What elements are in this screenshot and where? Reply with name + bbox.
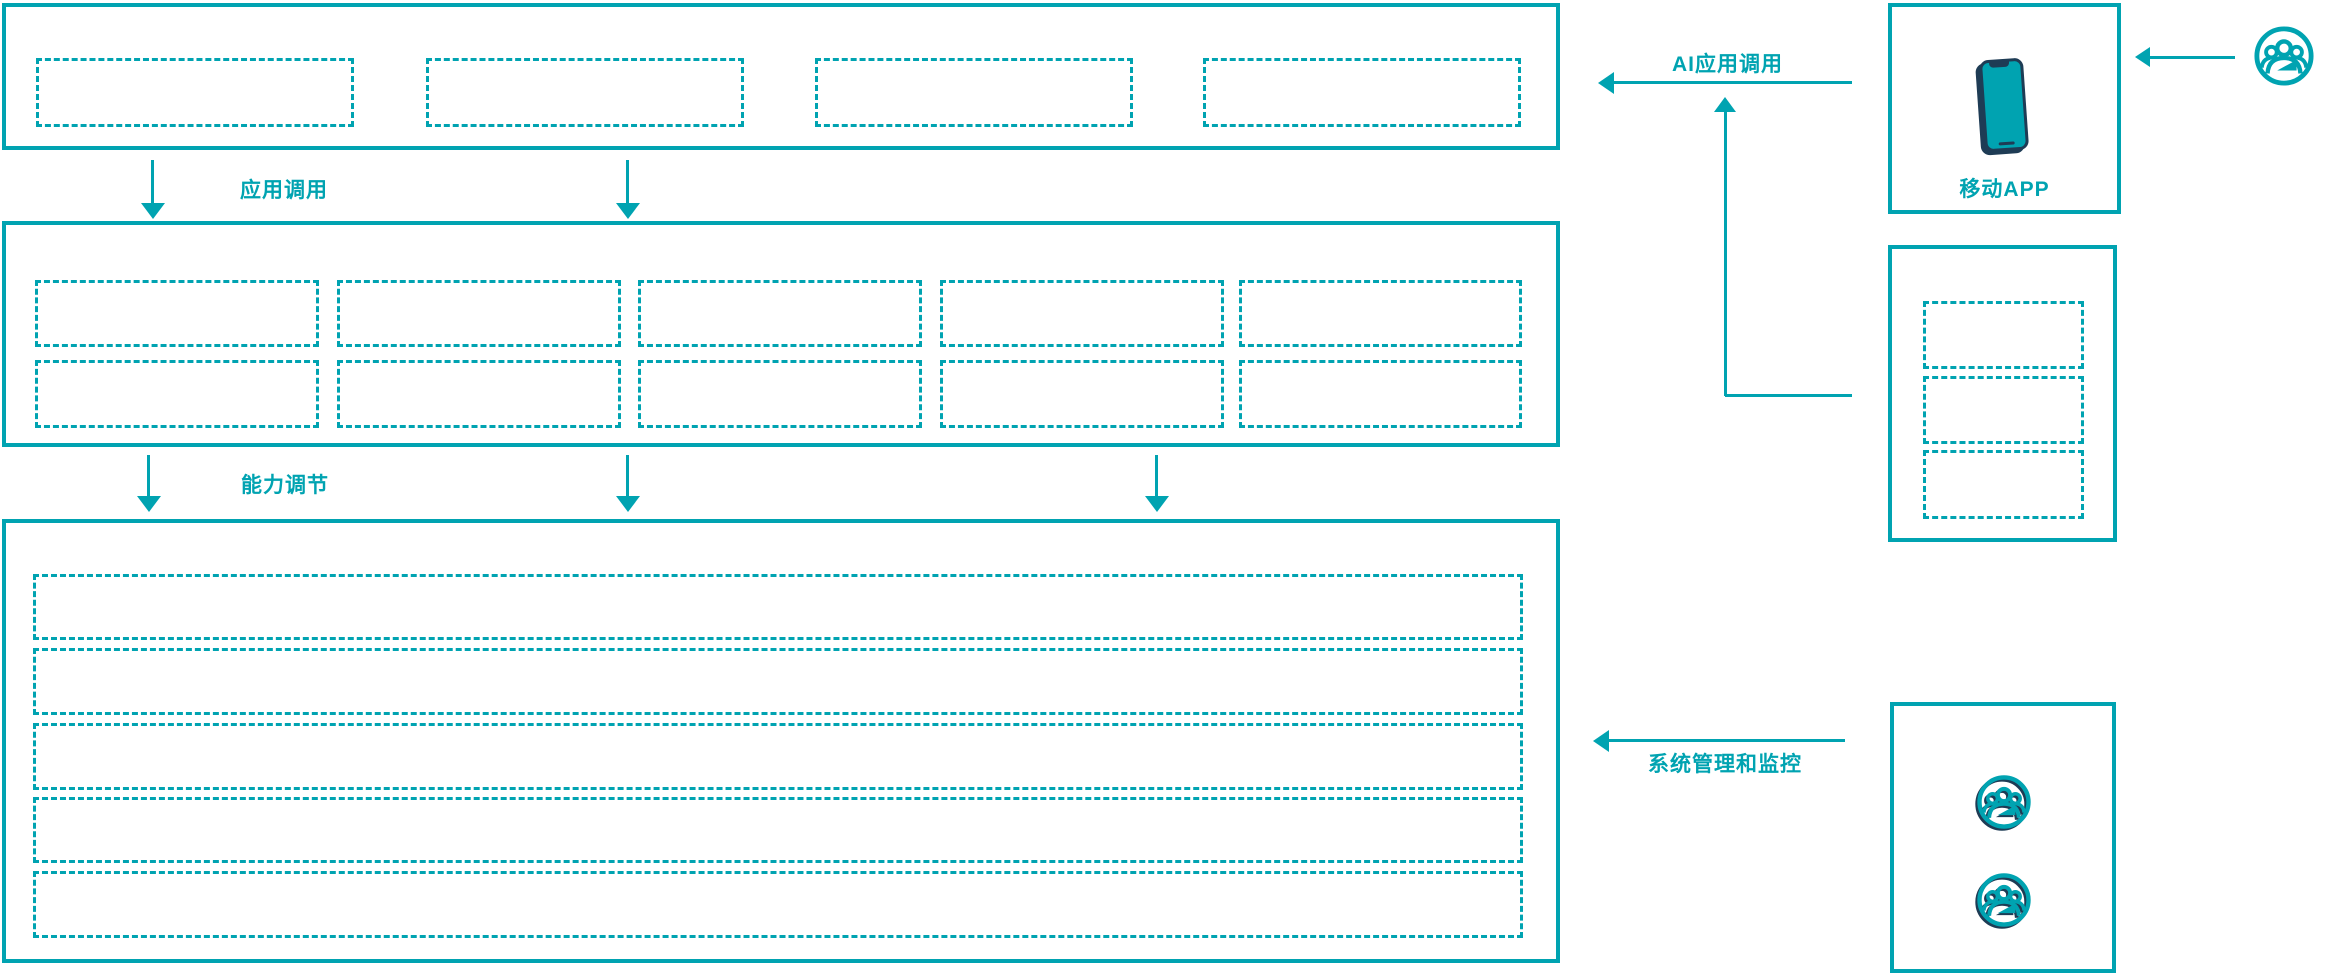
placeholder-box: [1239, 360, 1522, 428]
smartphone-icon: [1978, 57, 2030, 153]
placeholder-box: [815, 58, 1133, 127]
phone-notch: [1988, 60, 2010, 68]
placeholder-row: [33, 574, 1523, 640]
ai-call-arrow-line: [1613, 81, 1852, 84]
ai-app-call-label: AI应用调用: [1672, 53, 1783, 76]
placeholder-box: [426, 58, 744, 127]
user-group-icon: [1976, 774, 2032, 830]
top-layer-box: [2, 3, 1560, 150]
down-arrow-icon: [137, 496, 161, 512]
down-arrow-icon: [616, 203, 640, 219]
capability-tuning-label: 能力调节: [241, 474, 329, 497]
mobile-app-box: 移动APP: [1888, 3, 2121, 214]
placeholder-box: [940, 280, 1224, 347]
mobile-app-label: 移动APP: [1959, 178, 2050, 201]
middle-layer-box: [2, 221, 1560, 447]
placeholder-box: [940, 360, 1224, 428]
app-call-label: 应用调用: [240, 179, 328, 202]
monitor-arrow-line: [1608, 739, 1845, 742]
down-arrow-line: [151, 160, 154, 204]
user-group-icon: [1976, 872, 2032, 928]
placeholder-box: [337, 360, 621, 428]
admin-box: [1890, 702, 2116, 973]
user-group-icon: [2253, 25, 2315, 87]
left-arrow-icon: [2135, 47, 2150, 67]
down-arrow-line: [1155, 455, 1158, 497]
down-arrow-line: [626, 160, 629, 204]
sdk-box: [1888, 245, 2117, 542]
placeholder-box: [36, 58, 354, 127]
down-arrow-line: [147, 455, 150, 497]
user-arrow-line: [2149, 56, 2235, 59]
bottom-layer-box: [2, 519, 1560, 963]
placeholder-box: [1239, 280, 1522, 347]
placeholder-row: [33, 797, 1523, 863]
connector-line: [1725, 394, 1852, 397]
placeholder-row: [33, 723, 1523, 790]
placeholder-box: [638, 280, 922, 347]
up-arrow-icon: [1714, 97, 1736, 112]
down-arrow-icon: [1145, 496, 1169, 512]
placeholder-row: [33, 648, 1523, 715]
placeholder-box: [1203, 58, 1521, 127]
left-arrow-icon: [1593, 730, 1609, 752]
placeholder-box: [1923, 450, 2084, 519]
placeholder-box: [35, 360, 319, 428]
placeholder-box: [1923, 376, 2084, 444]
phone-homebar: [1998, 141, 2015, 146]
placeholder-box: [337, 280, 621, 347]
down-arrow-line: [626, 455, 629, 497]
placeholder-row: [33, 871, 1523, 938]
placeholder-box: [35, 280, 319, 347]
placeholder-box: [1923, 301, 2084, 369]
down-arrow-icon: [141, 203, 165, 219]
system-monitor-label: 系统管理和监控: [1648, 753, 1802, 776]
connector-line: [1724, 111, 1727, 396]
left-arrow-icon: [1598, 72, 1614, 94]
down-arrow-icon: [616, 496, 640, 512]
placeholder-box: [638, 360, 922, 428]
